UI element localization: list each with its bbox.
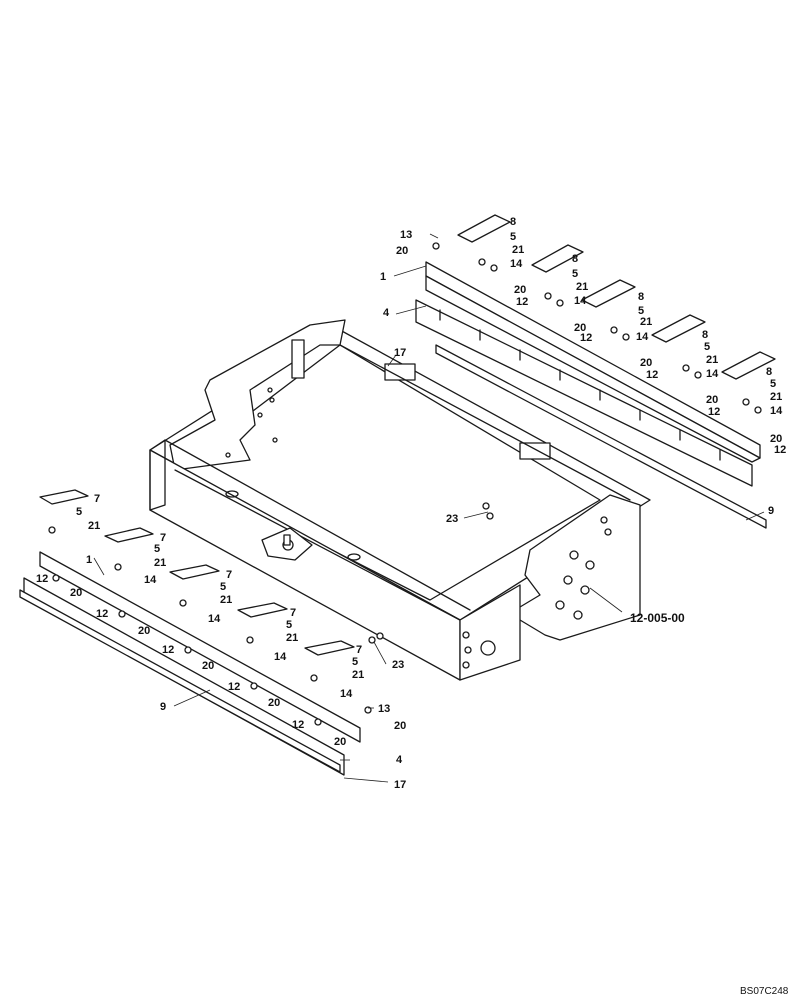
callout-12: 12 [228, 681, 240, 693]
callout-20: 20 [770, 433, 782, 445]
callout-7: 7 [160, 532, 166, 544]
callout-21: 21 [286, 632, 298, 644]
callout-14: 14 [770, 405, 783, 417]
callout-17: 17 [394, 779, 406, 791]
front-bolts [48, 502, 494, 726]
callout-14: 14 [706, 368, 719, 380]
callout-9: 9 [768, 505, 774, 517]
front-blade-assembly [19, 489, 494, 776]
callout-5: 5 [704, 341, 710, 353]
callout-7: 7 [94, 493, 100, 505]
callout-21: 21 [770, 391, 782, 403]
callout-12: 12 [292, 719, 304, 731]
callout-20: 20 [574, 322, 586, 334]
callout-5: 5 [510, 231, 516, 243]
callout-8: 8 [572, 253, 578, 265]
callout-12: 12 [774, 444, 786, 456]
callout-20: 20 [138, 625, 150, 637]
callout-5: 5 [286, 619, 292, 631]
callout-21: 21 [640, 316, 652, 328]
main-frame [149, 319, 651, 681]
callout-5: 5 [220, 581, 226, 593]
callout-5: 5 [770, 378, 776, 390]
callout-12: 12 [516, 296, 528, 308]
callout-7: 7 [356, 644, 362, 656]
callout-13: 13 [378, 703, 390, 715]
callout-20: 20 [70, 587, 82, 599]
callout-8: 8 [638, 291, 644, 303]
rear-bolts [432, 242, 762, 414]
rear-blade-assembly [415, 214, 776, 529]
leader-lines [93, 233, 765, 783]
callout-5: 5 [76, 506, 82, 518]
callout-4: 4 [383, 307, 390, 319]
callout-5: 5 [352, 656, 358, 668]
callout-20: 20 [396, 245, 408, 257]
callout-21: 21 [512, 244, 524, 256]
callout-21: 21 [154, 557, 166, 569]
callout-23: 23 [392, 659, 404, 671]
callout-14: 14 [340, 688, 353, 700]
callout-20: 20 [268, 697, 280, 709]
callout-1: 1 [86, 554, 92, 566]
callout-12: 12 [96, 608, 108, 620]
callout-20: 20 [202, 660, 214, 672]
callout-21: 21 [220, 594, 232, 606]
callout-8: 8 [510, 216, 516, 228]
blade-teeth [439, 309, 721, 461]
callout-5: 5 [154, 543, 160, 555]
callout-21: 21 [576, 281, 588, 293]
reference-number: 12-005-00 [630, 611, 685, 625]
callout-4: 4 [396, 754, 403, 766]
callout-21: 21 [706, 354, 718, 366]
callout-23: 23 [446, 513, 458, 525]
callout-labels: 13 20 1 4 17 8 5 21 14 20 12 8 5 21 14 2… [36, 216, 786, 791]
callout-20: 20 [706, 394, 718, 406]
callout-5: 5 [638, 305, 644, 317]
callout-7: 7 [290, 607, 296, 619]
callout-14: 14 [274, 651, 287, 663]
callout-8: 8 [702, 329, 708, 341]
callout-20: 20 [334, 736, 346, 748]
callout-14: 14 [636, 331, 649, 343]
callout-20: 20 [640, 357, 652, 369]
callout-5: 5 [572, 268, 578, 280]
callout-1: 1 [380, 271, 386, 283]
callout-20: 20 [514, 284, 526, 296]
callout-20: 20 [394, 720, 406, 732]
callout-21: 21 [88, 520, 100, 532]
callout-12: 12 [580, 332, 592, 344]
callout-12: 12 [708, 406, 720, 418]
callout-21: 21 [352, 669, 364, 681]
callout-12: 12 [646, 369, 658, 381]
callout-14: 14 [574, 295, 587, 307]
callout-12: 12 [162, 644, 174, 656]
callout-14: 14 [208, 613, 221, 625]
callout-8: 8 [766, 366, 772, 378]
callout-9: 9 [160, 701, 166, 713]
callout-7: 7 [226, 569, 232, 581]
drawing-code: BS07C248 [740, 986, 789, 997]
callout-14: 14 [144, 574, 157, 586]
callout-14: 14 [510, 258, 523, 270]
callout-17: 17 [394, 347, 406, 359]
callout-12: 12 [36, 573, 48, 585]
callout-13: 13 [400, 229, 412, 241]
